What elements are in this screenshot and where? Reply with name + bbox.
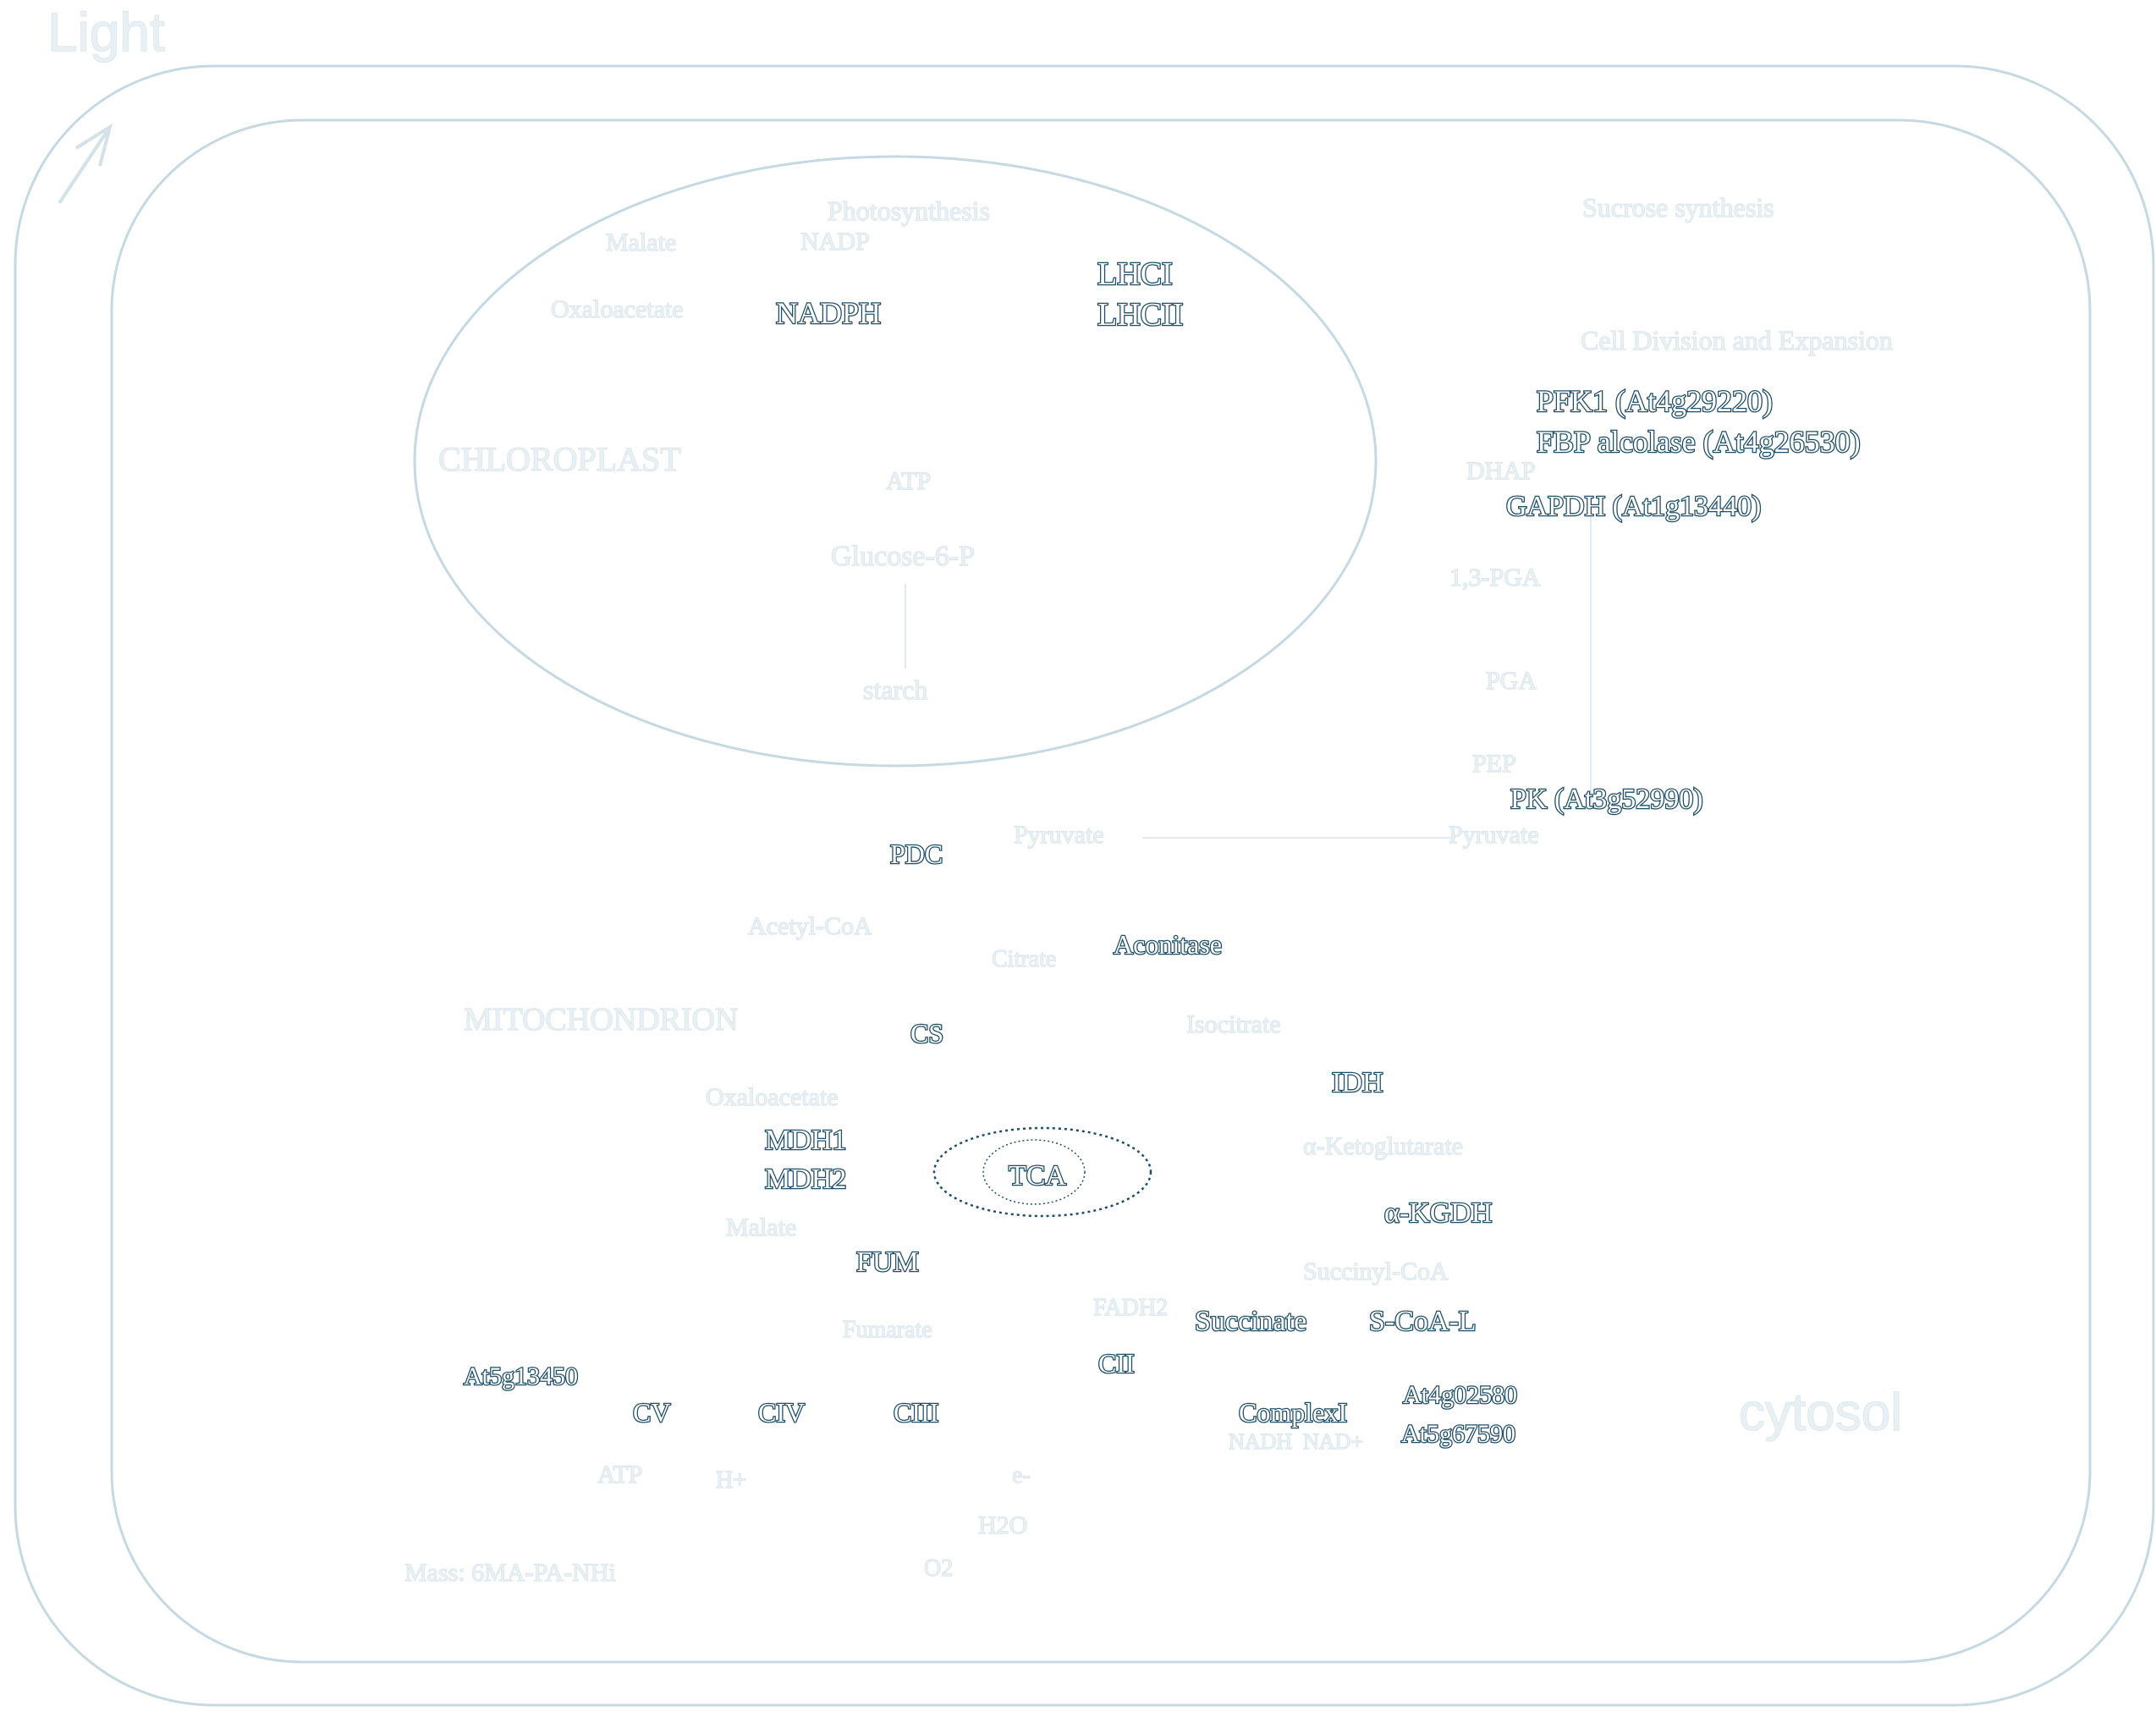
succinyl-coa-label: Succinyl-CoA (1303, 1257, 1449, 1285)
cell-wall-outer (14, 64, 2155, 1707)
tca-cycle-ring-inner (982, 1139, 1086, 1205)
fbp-aldolase-label: FBP alcolase (At4g26530) (1537, 425, 1861, 459)
cell-division-label: Cell Division and Expansion (1581, 325, 1893, 355)
akgdh-label: α-KGDH (1384, 1197, 1492, 1229)
oxaloacetate-mito-label: Oxaloacetate (706, 1083, 839, 1111)
atp-mito-label: ATP (597, 1461, 642, 1489)
nadh-label: NADH (1229, 1429, 1292, 1454)
oxaloacetate-chloroplast-label: Oxaloacetate (551, 295, 684, 323)
atp-chloroplast-label: ATP (886, 467, 931, 495)
starch-label: starch (863, 674, 927, 705)
sucrose-synthesis-label: Sucrose synthesis (1582, 192, 1774, 223)
acetyl-coa-label: Acetyl-CoA (748, 912, 872, 940)
citrate-label: Citrate (992, 946, 1056, 972)
aconitase-label: Aconitase (1114, 929, 1222, 960)
water-label: H2O (978, 1511, 1027, 1539)
e-minus-label: e- (1012, 1462, 1031, 1489)
isocitrate-label: Isocitrate (1186, 1010, 1281, 1038)
akg-label: α-Ketoglutarate (1303, 1132, 1463, 1160)
civ-label: CIV (758, 1397, 805, 1428)
malate-chloroplast-label: Malate (606, 228, 676, 256)
ciii-label: CIII (894, 1397, 938, 1428)
lhcii-label: LHCII (1097, 297, 1183, 333)
mitochondrion-label: MITOCHONDRION (464, 1002, 738, 1037)
pyruvate-cytosol-label: Pyruvate (1449, 821, 1539, 849)
nad-label: NAD+ (1303, 1429, 1363, 1454)
bottom-marker-label: Mass: 6MA-PA-NHi (404, 1559, 616, 1587)
cv-label: CV (633, 1397, 670, 1428)
succinate-label: Succinate (1195, 1306, 1306, 1337)
nadph-label: NADPH (776, 296, 881, 330)
light-arrow (58, 123, 113, 205)
fum-label: FUM (856, 1246, 919, 1278)
at5g13450-label: At5g13450 (464, 1362, 578, 1390)
idh-label: IDH (1332, 1067, 1383, 1098)
tca-label: TCA (1009, 1160, 1066, 1191)
pep-label: PEP (1472, 750, 1516, 778)
scoal-label: S-CoA-L (1369, 1306, 1477, 1337)
fadh2-label: FADH2 (1093, 1295, 1168, 1321)
mdh1-label: MDH1 (765, 1125, 846, 1156)
pdc-label: PDC (890, 839, 943, 869)
nadp-label: NADP (800, 228, 870, 256)
complex1-label: ComplexI (1239, 1397, 1347, 1428)
pga13-label: 1,3-PGA (1449, 564, 1541, 592)
cii-label: CII (1098, 1348, 1135, 1379)
gapdh-label: GAPDH (At1g13440) (1506, 491, 1761, 522)
pk-label: PK (At3g52990) (1510, 784, 1703, 815)
at4g02580-label: At4g02580 (1403, 1381, 1517, 1409)
oxygen-label: O2 (924, 1555, 953, 1582)
h-plus-label: H+ (716, 1467, 746, 1494)
cs-label: CS (910, 1018, 943, 1048)
malate-mito-label: Malate (726, 1213, 796, 1241)
pga-label: PGA (1486, 667, 1537, 695)
lhci-label: LHCI (1097, 256, 1173, 292)
fumarate-label: Fumarate (843, 1317, 932, 1343)
glucose6p-label: Glucose-6-P (831, 541, 975, 572)
dhap-label: DHAP (1466, 457, 1536, 485)
photosynthesis-label: Photosynthesis (828, 195, 990, 226)
chloroplast-label: CHLOROPLAST (438, 440, 681, 478)
diagram-title: Light (47, 2, 165, 63)
pfk1-label: PFK1 (At4g29220) (1537, 384, 1773, 418)
mdh2-label: MDH2 (765, 1164, 846, 1195)
cytosol-label: cytosol (1739, 1384, 1902, 1442)
at5g67590-label: At5g67590 (1401, 1420, 1515, 1448)
chloroplast-membrane (413, 155, 1378, 768)
tca-cycle-ring (932, 1126, 1152, 1218)
pyruvate-mito-label: Pyruvate (1014, 821, 1104, 849)
cell-wall-inner (110, 118, 2092, 1664)
